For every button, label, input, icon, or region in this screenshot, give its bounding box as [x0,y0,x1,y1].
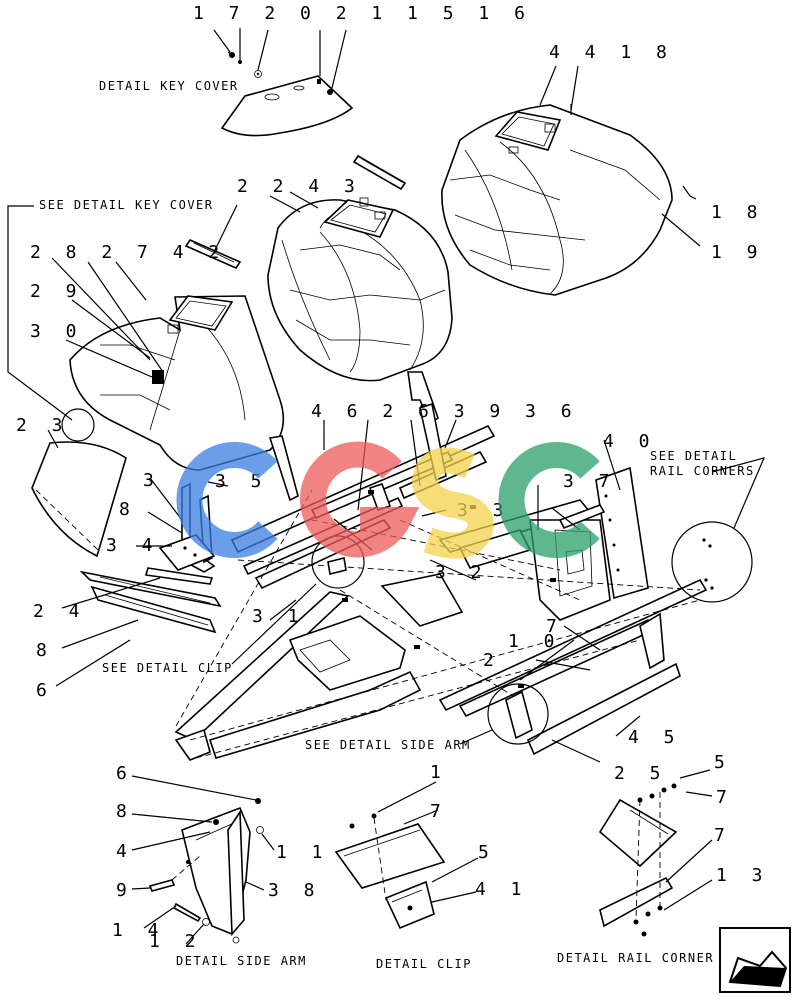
callout-1: 1 [430,762,448,783]
caption-see-detail-side-arm: SEE DETAIL SIDE ARM [305,738,471,752]
detail-side-arm: 6 8 4 9 1 4 1 2 1 1 3 8 DETAIL SIDE ARM [112,763,330,968]
callout-14: 1 4 [112,920,166,941]
callout-46: 4 6 2 6 3 9 3 6 [311,401,579,422]
callout-19: 1 9 [711,242,765,263]
callout-31: 3 1 [252,606,306,627]
caption-detail-clip: DETAIL CLIP [376,957,472,971]
chassis-frame: 4 6 2 6 3 9 3 6 3 3 3 2 3 1 4 0 3 7 1 0 … [102,401,766,784]
callout-13: 1 3 [716,865,770,886]
callout-3: 3 [143,470,161,491]
flap-panel: 2 3 [16,415,127,558]
key-cover-detail: 1 7 2 0 2 1 1 5 1 6 DETAIL KEY COVER [99,3,532,137]
cgsc-watermark [176,441,600,559]
caption-see-detail-rail-corners-1: SEE DETAIL [650,449,737,463]
hopper-right: 4 4 1 8 1 8 1 9 [441,42,765,296]
callout-45: 4 5 [628,727,682,748]
key-cover-plate [220,75,354,137]
callout-6b: 6 [116,763,134,784]
caption-detail-key-cover: DETAIL KEY COVER [99,79,239,93]
callout-35: 3 5 [215,471,269,492]
callout-4: 4 [116,841,134,862]
callout-18: 1 8 [711,202,765,223]
callout-32: 3 2 [435,562,489,583]
callout-8c: 8 [116,801,134,822]
see-detail-key-cover: SEE DETAIL KEY COVER [7,198,214,442]
hopper-center: 2 2 4 3 [237,176,453,426]
filler-strips [184,154,407,270]
callout-23: 2 3 [16,415,70,436]
caption-see-detail-rail-corners-2: RAIL CORNERS [650,464,755,478]
detail-clip: 1 7 5 4 1 DETAIL CLIP [334,762,529,971]
caption-see-detail-clip: SEE DETAIL CLIP [102,661,233,675]
callout-top-row: 1 7 2 0 2 1 1 5 1 6 [193,3,532,24]
caption-see-detail-key-cover: SEE DETAIL KEY COVER [39,198,214,212]
callout-2: 2 [483,650,501,671]
callout-29: 2 9 [30,281,84,302]
callout-7d: 7 [714,825,732,846]
caption-detail-rail-corner: DETAIL RAIL CORNER [557,951,714,965]
callout-7b: 7 [430,801,448,822]
callout-8b: 8 [36,640,54,661]
callout-28: 2 8 2 7 4 2 [30,242,226,263]
callout-25: 2 5 [614,763,668,784]
callout-12: 1 2 [149,931,203,952]
callout-4418: 4 4 1 8 [549,42,674,63]
detail-rail-corner: 5 7 7 1 3 DETAIL RAIL CORNER [557,752,770,965]
callout-9: 9 [116,880,134,901]
callout-6a: 6 [36,680,54,701]
callout-10: 1 0 [508,631,562,652]
caption-detail-side-arm: DETAIL SIDE ARM [176,954,307,968]
hopper-left: 2 8 2 7 4 2 2 9 3 0 [30,242,285,471]
callout-2243: 2 2 4 3 [237,176,362,197]
callout-30: 3 0 [30,321,84,342]
callout-5a: 5 [478,842,496,863]
callout-7c: 7 [716,787,734,808]
callout-8a: 8 [119,499,137,520]
callout-7a: 7 [546,616,564,637]
callout-38: 3 8 [268,880,322,901]
next-page-arrow-icon[interactable] [719,927,791,993]
callout-24: 2 4 [33,601,87,622]
callout-37: 3 7 [563,471,617,492]
callout-40: 4 0 [603,431,657,452]
callout-34: 3 4 [106,535,160,556]
callout-11: 1 1 [276,842,330,863]
callout-5b: 5 [714,752,732,773]
callout-41: 4 1 [475,879,529,900]
